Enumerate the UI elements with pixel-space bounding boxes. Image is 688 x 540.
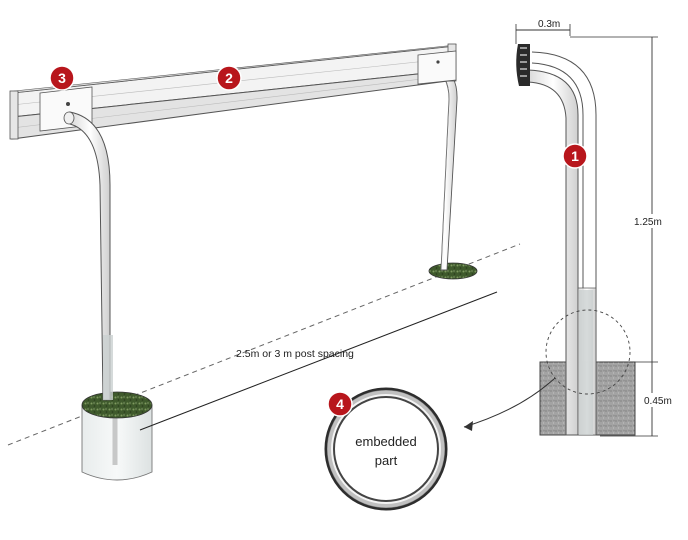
post-height-label: 1.25m [634,217,662,228]
marker-1: 1 [562,143,588,169]
marker-3: 3 [49,65,75,91]
detail-label-line1: embedded [355,434,416,449]
far-post-base [428,262,478,280]
embed-depth-label: 0.45m [644,396,672,407]
marker-4: 4 [327,391,353,417]
offset-label: 0.3m [538,19,560,30]
spacing-dimension-line [139,291,498,431]
embedded-part-detail: embedded part [324,387,448,511]
side-elevation: 0.3m 1.25m 0.45m [463,19,684,437]
svg-text:3: 3 [58,70,66,86]
detail-callout-arrow [463,377,556,428]
near-post-base [81,391,153,419]
detail-label-line2: part [375,453,398,468]
svg-text:4: 4 [336,396,344,412]
spacing-label: 2.5m or 3 m post spacing [236,348,354,360]
far-post [431,65,458,271]
svg-text:2: 2 [225,70,233,86]
marker-2: 2 [216,65,242,91]
detail-callout-circle [545,309,631,395]
rail-cross-section [516,44,530,86]
svg-text:1: 1 [571,148,579,164]
